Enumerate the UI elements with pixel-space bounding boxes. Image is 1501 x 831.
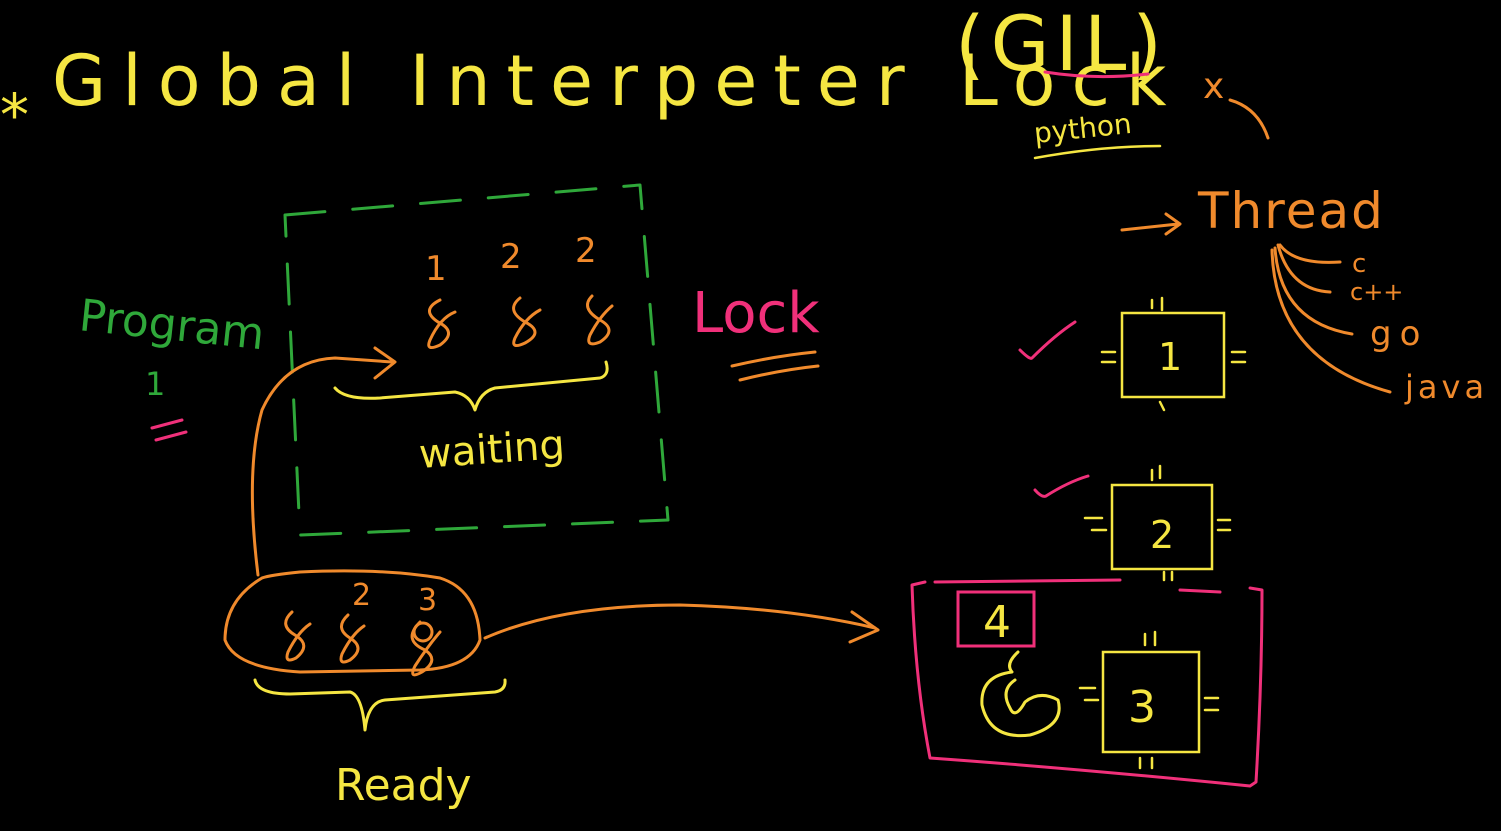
ready-label: Ready [335, 760, 472, 811]
ready-to-waiting-arrowhead [373, 346, 397, 380]
ready-thread-icon-3-loop [412, 621, 434, 643]
thread-box-3-pins [1078, 630, 1220, 770]
program-number: 1 [145, 365, 165, 403]
waiting-thread-num-1: 1 [425, 249, 447, 289]
arrows [250, 346, 880, 644]
thread-label: Thread [1197, 182, 1385, 240]
waiting-label: waiting [417, 422, 566, 478]
program-equals-mark [150, 418, 188, 442]
running-thread-icon [980, 650, 1061, 738]
python-underline [1033, 144, 1162, 160]
waiting-thread-num-3: 2 [575, 231, 597, 271]
ready-thread-icon-3 [410, 620, 442, 677]
ready-to-waiting-arrow [250, 356, 394, 577]
language-go: go [1370, 314, 1428, 354]
thread-box-1-pins [1100, 296, 1247, 412]
waiting-thread-num-2: 2 [500, 237, 522, 277]
cross-arrow [1228, 98, 1270, 140]
waiting-thread-icon-2 [512, 296, 542, 348]
language-java: java [1404, 368, 1488, 406]
thread-box-2-pins [1083, 464, 1232, 582]
language-cpp: c++ [1350, 278, 1403, 306]
ready-thread-num-2: 3 [418, 583, 437, 618]
thread-box-3-label: 3 [1128, 682, 1156, 733]
cross-mark: x [1203, 66, 1224, 107]
waiting-dashed-border [283, 183, 670, 537]
checkmark-2 [1033, 474, 1090, 498]
ready-thread-icon-1 [284, 610, 312, 662]
checkmark-1 [1018, 320, 1077, 360]
gil-underline [1043, 70, 1150, 79]
ready-area: 2 3 Ready [223, 569, 507, 811]
running-area-border [910, 578, 1264, 788]
thread-to-c-arrow [1278, 243, 1342, 264]
program-label: Program [77, 290, 267, 360]
thread-box-2 [1110, 483, 1214, 571]
program-group: Program 1 [77, 290, 267, 442]
waiting-thread-icon-3 [586, 294, 614, 346]
waiting-area: 1 2 2 waiting [283, 183, 670, 537]
box-4-label: 4 [983, 597, 1011, 648]
thread-pointer-arrow [1120, 212, 1182, 236]
ready-brace [253, 678, 507, 732]
thread-to-cpp-arrow [1276, 243, 1332, 294]
thread-box-1-label: 1 [1158, 335, 1182, 379]
lock-group: Lock [692, 281, 820, 382]
language-c: c [1352, 249, 1366, 279]
thread-to-go-arrow [1273, 246, 1354, 336]
thread-boxes: 1 2 4 3 [910, 296, 1264, 788]
title-group: * Global Interpeter Lock (GIL) python x [0, 0, 1270, 160]
thread-group: Thread c c++ go java [1120, 182, 1488, 406]
thread-box-3 [1101, 650, 1201, 754]
title-text: Global Interpeter Lock [52, 40, 1183, 122]
waiting-thread-icon-1 [427, 298, 457, 350]
ready-to-thread3-arrow [483, 603, 877, 640]
thread-box-2-label: 2 [1150, 513, 1174, 557]
waiting-brace [333, 360, 609, 412]
lock-underline [730, 350, 820, 382]
thread-box-1 [1120, 311, 1226, 399]
lock-label: Lock [692, 281, 820, 346]
thread-to-java-arrow [1270, 248, 1392, 394]
ready-to-thread3-arrowhead [848, 610, 880, 644]
ready-thread-icon-2 [339, 613, 366, 664]
box-4 [956, 590, 1036, 648]
ready-thread-num-1: 2 [352, 578, 371, 613]
title-bullet: * [0, 81, 29, 149]
ready-oval [223, 569, 482, 674]
